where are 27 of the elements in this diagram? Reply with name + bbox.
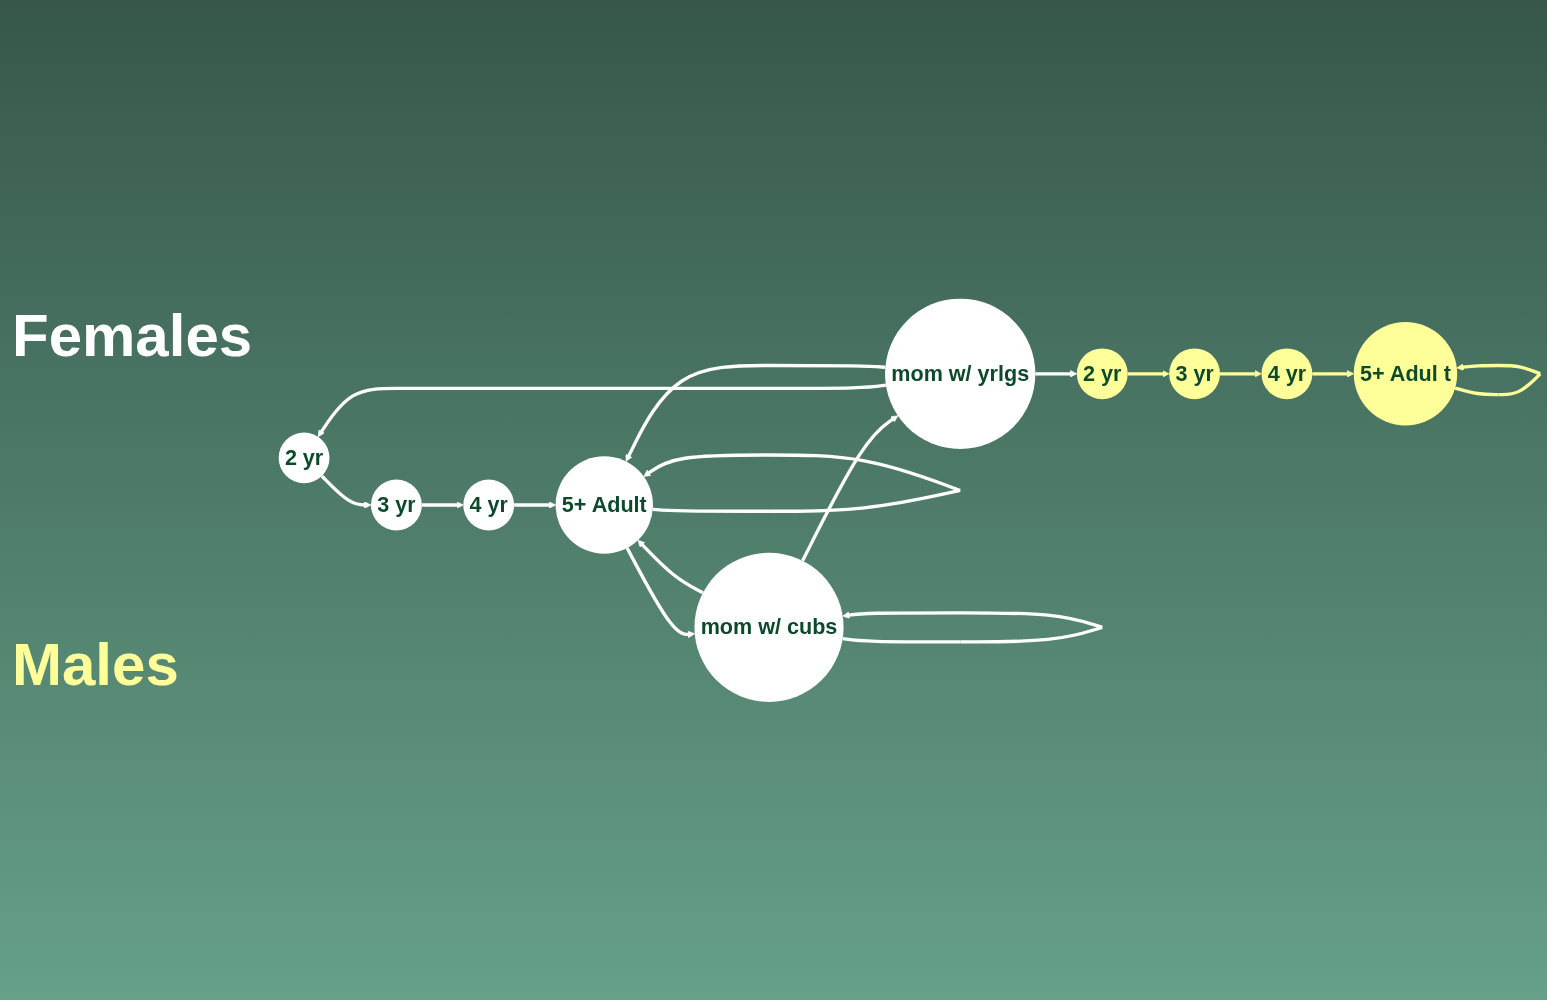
node-circle: 4 yr	[463, 479, 515, 531]
node-circle: 5+ Adul t	[1353, 321, 1458, 426]
arrow	[643, 453, 961, 513]
arrow	[625, 546, 696, 638]
node-circle: 3 yr	[1169, 348, 1220, 399]
node-circle: 4 yr	[1261, 348, 1313, 399]
arrow	[514, 501, 556, 509]
arrow	[421, 501, 464, 509]
node-circle: 2 yr	[1076, 348, 1128, 399]
arrow	[320, 474, 372, 509]
arrow	[1220, 369, 1262, 378]
group-label: Males	[12, 630, 180, 699]
arrow	[1035, 369, 1078, 378]
group-label: Females	[12, 301, 254, 370]
node-circle: mom w/ cubs	[694, 552, 844, 702]
arrow	[842, 610, 1103, 644]
arrow	[1454, 363, 1542, 396]
node-circle: 2 yr	[278, 432, 330, 483]
arrow	[801, 415, 899, 562]
arrow	[1312, 369, 1355, 378]
node-circle: mom w/ yrlgs	[885, 298, 1036, 449]
arrow	[637, 539, 704, 595]
node-circle: 3 yr	[371, 479, 422, 531]
arrow	[625, 363, 886, 462]
node-circle: 5+ Adult	[555, 456, 653, 554]
arrow	[317, 383, 887, 437]
arrow	[1127, 369, 1170, 378]
